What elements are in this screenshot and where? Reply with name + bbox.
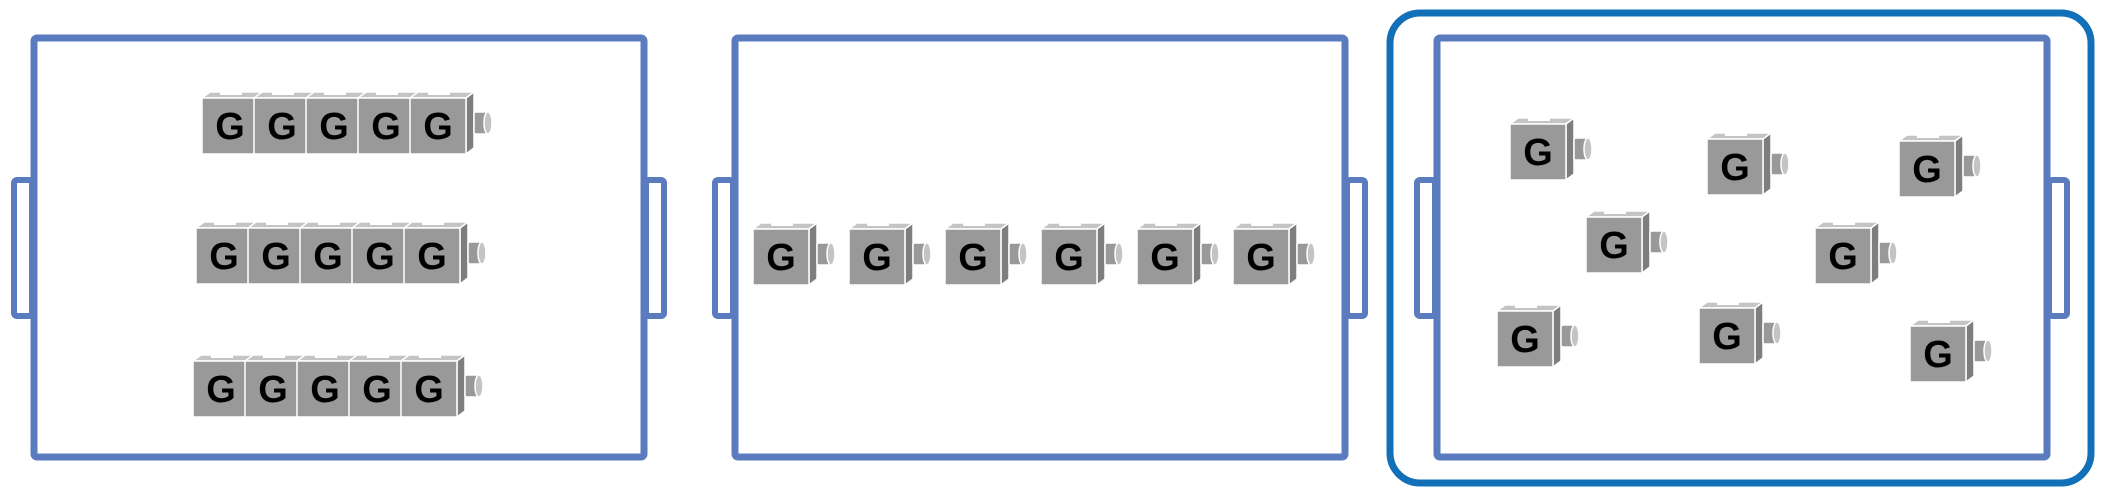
cube-label: G <box>1720 147 1750 189</box>
tray-handle-right <box>2046 177 2070 319</box>
tray-handle-left <box>712 177 736 319</box>
cube-single: G <box>1907 318 1993 384</box>
cube-label: G <box>1510 319 1540 361</box>
cube-single: G <box>846 221 932 287</box>
cube-label: G <box>417 236 447 278</box>
cube-label: G <box>215 106 245 148</box>
selection-frame <box>1386 9 2095 487</box>
cube-label: G <box>862 237 892 279</box>
cube-label: G <box>1523 132 1553 174</box>
cube-single: G <box>1812 220 1898 286</box>
cube-label: G <box>1712 316 1742 358</box>
cube-label: G <box>1150 237 1180 279</box>
cube-label: G <box>365 236 395 278</box>
cube-label: G <box>414 369 444 411</box>
cube-label: G <box>209 236 239 278</box>
cube-single: G <box>1896 133 1982 199</box>
cube-single: G <box>1038 221 1124 287</box>
cube-single: G <box>1696 300 1782 366</box>
cube-single: G <box>1134 221 1220 287</box>
cube-label: G <box>423 106 453 148</box>
tray <box>1433 34 2051 461</box>
cube-single: G <box>1230 221 1316 287</box>
cube-label: G <box>206 369 236 411</box>
tray-handle-right <box>643 177 667 319</box>
cube-label: G <box>258 369 288 411</box>
cube-single: G <box>1704 131 1790 197</box>
tray-handle-left <box>11 177 35 319</box>
cube-label: G <box>313 236 343 278</box>
cube-label: G <box>1054 237 1084 279</box>
cube-label: G <box>362 369 392 411</box>
cube-label: G <box>1828 236 1858 278</box>
tray-handle-left <box>1414 177 1438 319</box>
cube-label: G <box>310 369 340 411</box>
cube-label: G <box>958 237 988 279</box>
cube-label: G <box>371 106 401 148</box>
cube-label: G <box>261 236 291 278</box>
tray <box>731 34 1349 461</box>
cube-single: G <box>1507 116 1593 182</box>
cube-label: G <box>1923 334 1953 376</box>
cube-label: G <box>319 106 349 148</box>
cube-single: G <box>750 221 836 287</box>
cube-label: G <box>267 106 297 148</box>
cube-label: G <box>1599 225 1629 267</box>
panel-scattered-eight: G G G G G G G G <box>1386 9 2095 487</box>
cube-single: G <box>942 221 1028 287</box>
cube-label: G <box>1246 237 1276 279</box>
cube-single: G <box>1494 303 1580 369</box>
cube-label: G <box>766 237 796 279</box>
tray-handle-right <box>1344 177 1368 319</box>
cube-label: G <box>1912 149 1942 191</box>
cube-single: G <box>1583 209 1669 275</box>
